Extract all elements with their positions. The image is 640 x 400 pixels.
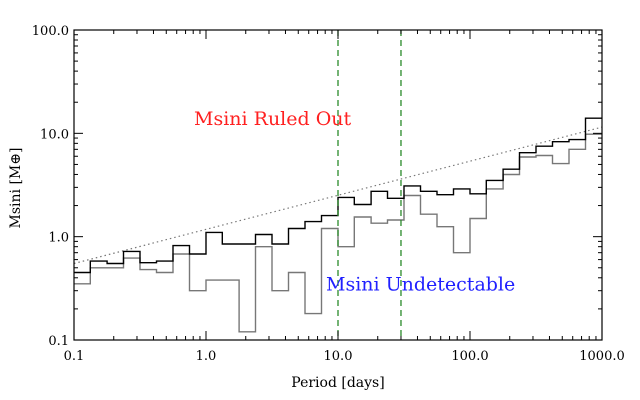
annotation: Msini Undetectable	[326, 274, 515, 296]
x-tick-label: 0.1	[64, 349, 85, 364]
x-tick-label: 100.0	[451, 349, 488, 364]
axes: 0.1 1.0 10.0 100.0 1000.0 0.1 1.0 10.0 100.0	[32, 24, 625, 364]
y-tick-label: 10.0	[40, 127, 69, 142]
y-tick-label: 1.0	[48, 231, 69, 246]
histogram-series-black	[74, 117, 602, 274]
y-tick-label: 100.0	[32, 24, 69, 39]
y-tick-label: 0.1	[48, 334, 69, 349]
x-tick-label: 10.0	[324, 349, 353, 364]
annotation: Msini Ruled Out	[194, 108, 352, 130]
trend-line	[73, 126, 603, 265]
histogram-series-gray	[74, 133, 602, 333]
y-axis-label: Msini [M⊕]	[8, 148, 24, 229]
x-axis-label: Period [days]	[291, 375, 384, 391]
x-tick-label: 1000.0	[579, 349, 625, 364]
x-tick-label: 1.0	[196, 349, 217, 364]
